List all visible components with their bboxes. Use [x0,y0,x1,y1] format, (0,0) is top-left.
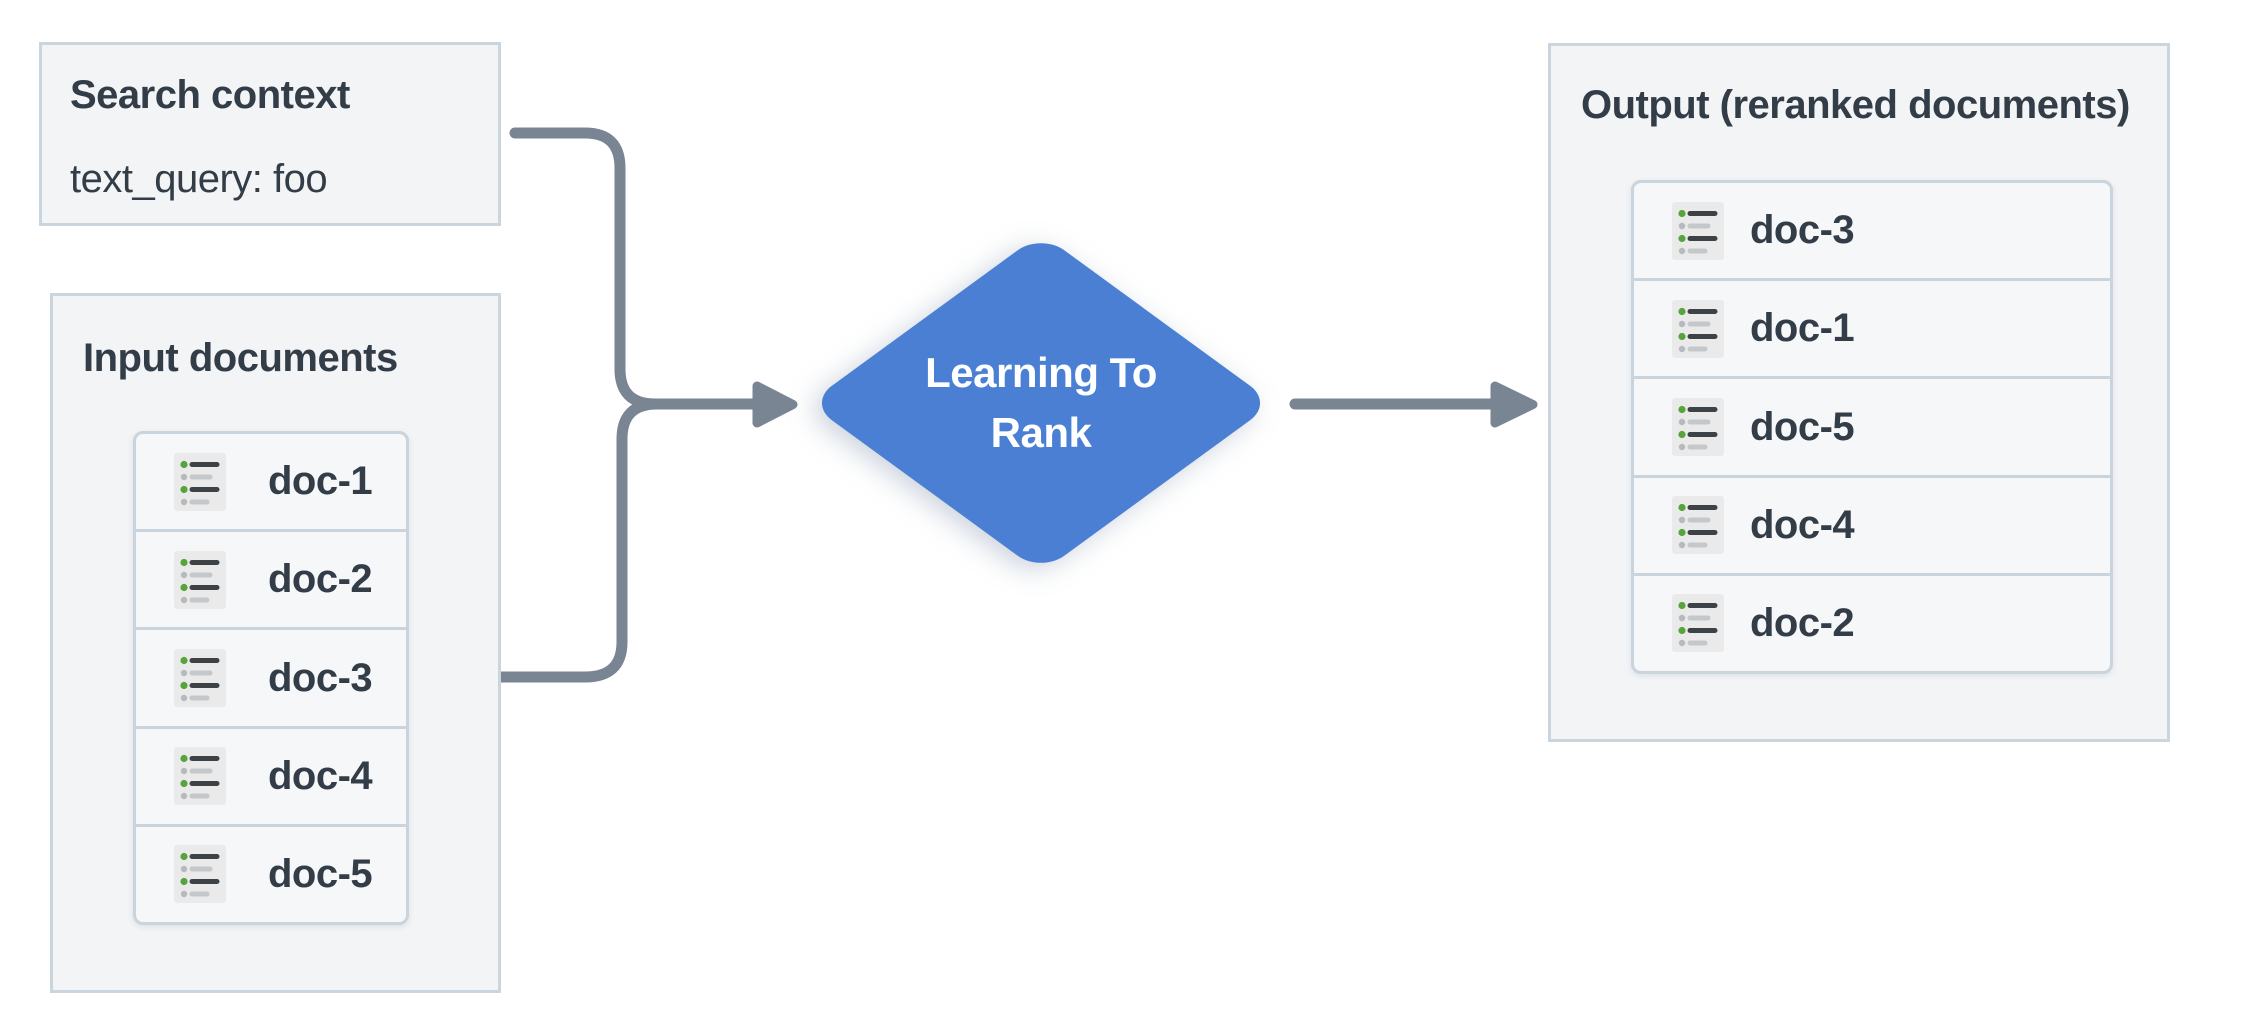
learning-to-rank-label: Learning To Rank [831,343,1251,463]
input-documents-title: Input documents [83,336,398,380]
document-list-icon [1672,201,1724,260]
output-documents-box: Output (reranked documents) doc-3 [1548,43,2170,742]
arrow-to-output-head [1490,381,1538,428]
doc-label: doc-5 [268,851,373,896]
input-documents-list: doc-1 doc-2 [133,431,409,925]
search-context-box: Search context text_query: foo [39,42,501,226]
doc-label: doc-3 [268,655,373,700]
search-context-query: text_query: foo [70,157,328,201]
document-list-icon [1672,496,1724,555]
document-list-icon [1672,594,1724,653]
doc-row: doc-2 [1634,572,2110,671]
output-documents-list: doc-3 doc-1 [1631,180,2113,674]
arrow-into-ranker-head [752,381,798,428]
doc-label: doc-1 [268,459,373,504]
doc-row: doc-1 [136,434,406,529]
doc-row: doc-5 [136,823,406,922]
doc-label: doc-3 [1750,208,1855,253]
doc-label: doc-2 [268,557,373,602]
doc-row: doc-4 [1634,474,2110,573]
doc-row: doc-2 [136,529,406,627]
doc-row: doc-4 [136,725,406,824]
document-list-icon [174,747,226,806]
doc-label: doc-4 [1750,502,1855,547]
document-list-icon [174,845,226,904]
document-list-icon [174,550,226,609]
connector-input-documents [494,398,663,683]
connector-search-context [509,127,661,410]
ranker-label-line1: Learning To [925,349,1157,396]
doc-label: doc-5 [1750,404,1855,449]
document-list-icon [174,452,226,511]
doc-label: doc-1 [1750,306,1855,351]
doc-row: doc-3 [136,627,406,725]
output-documents-title: Output (reranked documents) [1581,83,2130,127]
doc-row: doc-3 [1634,183,2110,278]
doc-label: doc-2 [1750,600,1855,645]
doc-row: doc-1 [1634,278,2110,376]
document-list-icon [174,649,226,707]
document-list-icon [1672,299,1724,358]
doc-row: doc-5 [1634,376,2110,474]
document-list-icon [1672,398,1724,456]
doc-label: doc-4 [268,753,373,798]
input-documents-box: Input documents doc-1 [50,293,501,993]
search-context-title: Search context [70,73,350,117]
ranker-label-line2: Rank [990,409,1092,456]
